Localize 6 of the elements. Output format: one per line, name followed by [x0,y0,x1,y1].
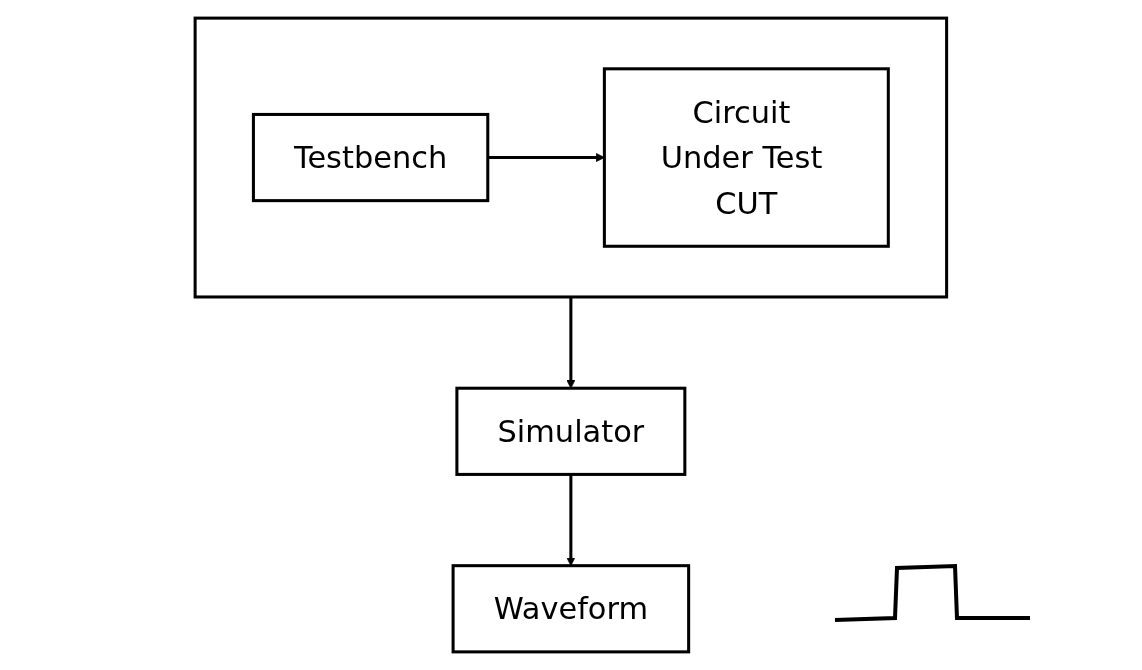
node-box: Simulator [455,386,687,476]
node-box: Circuit Under Test CUT [603,67,890,248]
node-box: Testbench [252,112,490,203]
arrow [566,296,576,389]
node-box: Waveform [451,564,691,654]
cluster [193,16,949,299]
